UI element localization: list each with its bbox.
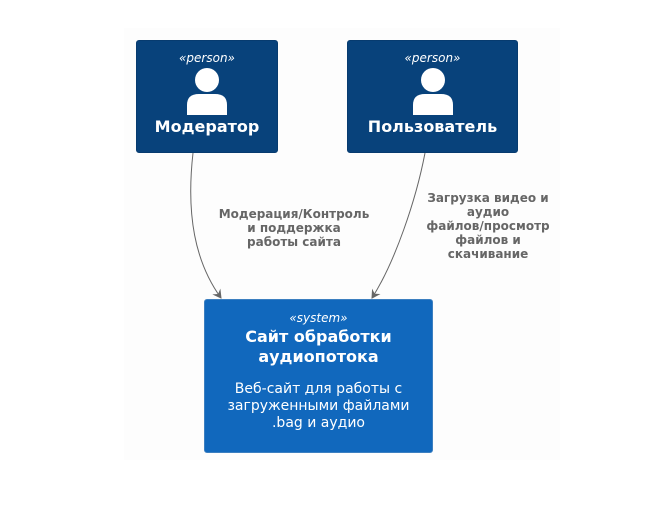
user-name: Пользователь	[367, 117, 498, 136]
edge-moderator-to-system	[190, 152, 222, 299]
edge-user-to-system	[371, 152, 426, 299]
edge-label-moderator: Модерация/Контроль и поддержка работы са…	[218, 207, 370, 249]
person-icon	[412, 68, 453, 115]
edge-label-user: Загрузка видео и аудио файлов/просмотр ф…	[426, 191, 550, 261]
system-audio-site[interactable]: «system» Сайт обработки аудиопотока Веб-…	[204, 299, 433, 453]
system-stereotype: «system»	[289, 311, 348, 325]
moderator-stereotype: «person»	[179, 51, 235, 65]
system-description: Веб-сайт для работы с загруженными файла…	[227, 381, 410, 431]
person-user[interactable]: «person» Пользователь	[347, 40, 518, 153]
user-stereotype: «person»	[404, 51, 461, 65]
moderator-name: Модератор	[154, 117, 260, 136]
system-name: Сайт обработки аудиопотока	[245, 327, 392, 366]
person-icon	[187, 68, 227, 115]
person-moderator[interactable]: «person» Модератор	[136, 40, 278, 153]
